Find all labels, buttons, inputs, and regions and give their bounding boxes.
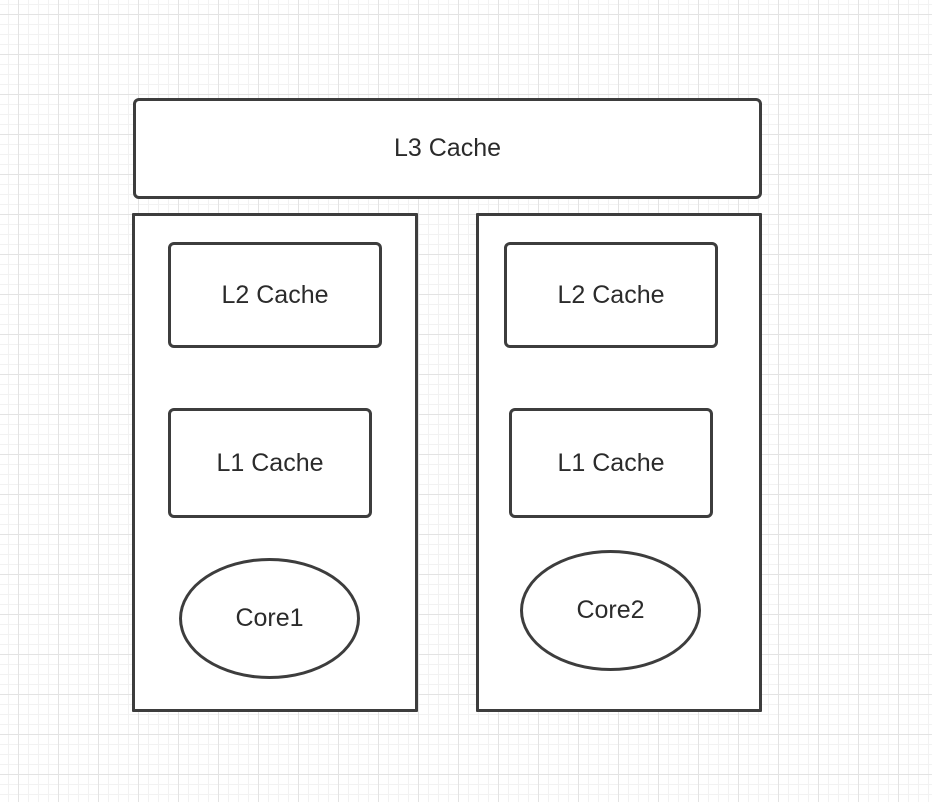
core1-label: Core1 [235, 604, 304, 632]
core2-l1-cache-label: L1 Cache [557, 448, 665, 477]
core1-ellipse[interactable]: Core1 [179, 558, 360, 679]
l3-cache-box[interactable]: L3 Cache [133, 98, 762, 199]
core2-label: Core2 [576, 596, 645, 624]
core1-l2-cache-label: L2 Cache [221, 280, 329, 309]
core2-l2-cache-box[interactable]: L2 Cache [504, 242, 718, 348]
l3-cache-label: L3 Cache [393, 134, 502, 162]
core1-l2-cache-box[interactable]: L2 Cache [168, 242, 382, 348]
core2-l2-cache-label: L2 Cache [557, 280, 665, 309]
core1-l1-cache-box[interactable]: L1 Cache [168, 408, 372, 518]
core2-ellipse[interactable]: Core2 [520, 550, 701, 671]
core1-l1-cache-label: L1 Cache [216, 448, 324, 477]
core2-l1-cache-box[interactable]: L1 Cache [509, 408, 713, 518]
